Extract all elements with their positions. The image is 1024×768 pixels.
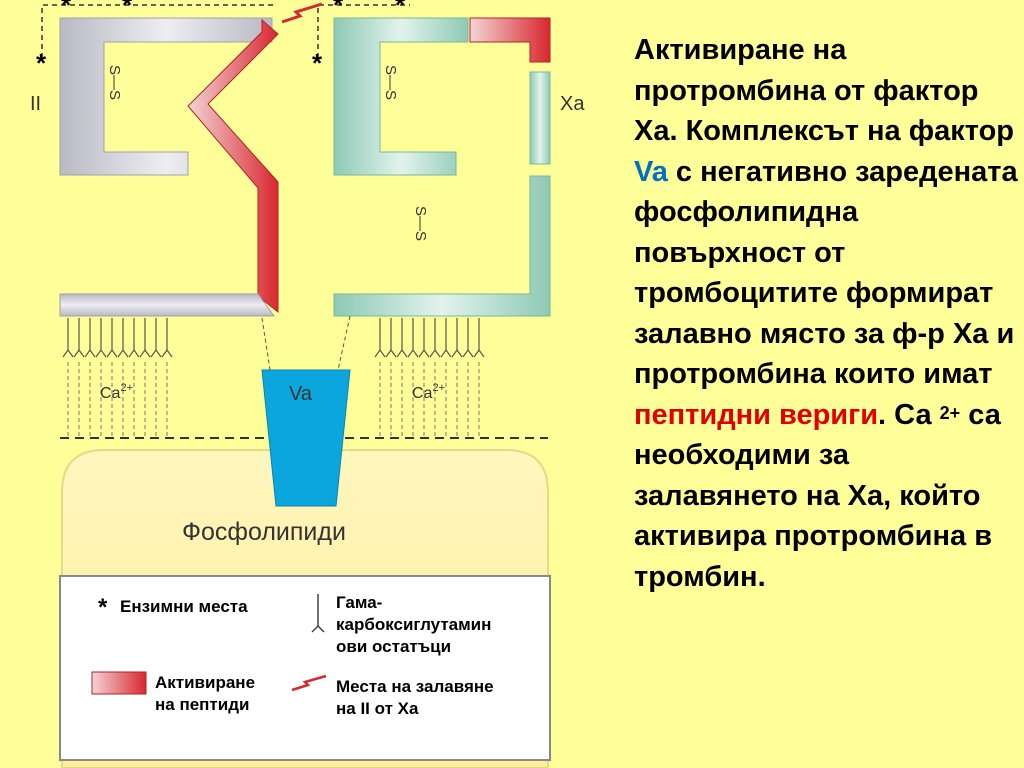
gla-residue <box>396 318 408 436</box>
gla-residue <box>473 318 485 436</box>
gla-residue <box>106 318 118 436</box>
prothrombin-activation-diagram: * * * * * * II Xa Va S—S S—S S—S Ca2+ Ca… <box>30 0 585 768</box>
legend-activation: Активиране на пептиди <box>155 672 255 716</box>
star-2: * <box>122 0 133 20</box>
legend-binding-line1: Места на залавяне <box>336 677 494 696</box>
ss-bond-2: S—S <box>382 65 399 100</box>
gla-residue <box>451 318 463 436</box>
desc-part-1: Активиране на протромбина от фактор Ха. … <box>634 34 1015 147</box>
label-II: II <box>30 93 41 115</box>
star-4: * <box>333 0 344 20</box>
legend-activation-line1: Активиране <box>155 673 256 692</box>
gla-residue <box>128 318 140 436</box>
gla-residue <box>139 318 151 436</box>
activation-peptide-xa <box>469 17 551 63</box>
gla-residue <box>84 318 96 436</box>
gla-residue <box>161 318 173 436</box>
legend-gamma-line2: карбоксиглутамин <box>336 615 492 634</box>
gla-residues-right <box>374 318 485 436</box>
legend-gamma-line1: Гама- <box>336 593 383 612</box>
gla-residue <box>440 318 452 436</box>
legend-binding: Места на залавяне на II от Xa <box>336 676 494 720</box>
legend-gamma-line3: ови остатъци <box>336 637 452 656</box>
star-1: * <box>61 0 72 20</box>
legend-enzyme-sites: Ензимни места <box>120 597 248 616</box>
gla-residue <box>407 318 419 436</box>
desc-va: Va <box>634 155 668 188</box>
label-Xa: Xa <box>560 93 585 115</box>
gla-residue <box>374 318 386 436</box>
star-5: * <box>395 0 406 20</box>
description-text: Активиране на протромбина от фактор Ха. … <box>634 30 1019 597</box>
desc-part-7: са необходими за залавянето на Ха, който… <box>634 398 1001 593</box>
legend-star: * <box>98 594 108 621</box>
ca-label-left: Ca2+ <box>100 382 133 402</box>
gla-residue <box>462 318 474 436</box>
legend-gamma: Гама- карбоксиглутамин ови остатъци <box>336 592 491 658</box>
binding-site-mark <box>281 2 323 24</box>
star-3: * <box>36 48 47 78</box>
legend-binding-icon <box>291 674 327 692</box>
factor-xa-shape <box>333 17 551 317</box>
legend-binding-line2: на II от Xa <box>336 699 419 718</box>
ca-label-right: Ca2+ <box>412 382 445 402</box>
va-connector-right <box>337 315 351 371</box>
activation-peptide-prothrombin <box>187 18 279 314</box>
label-Va: Va <box>289 383 313 405</box>
legend-box <box>59 575 551 761</box>
gla-residue <box>95 318 107 436</box>
legend-activation-line2: на пептиди <box>155 695 250 714</box>
membrane-label: Фосфолипиди <box>182 518 346 546</box>
prothrombin-shape <box>59 17 279 317</box>
gla-residue <box>429 318 441 436</box>
gla-residue <box>150 318 162 436</box>
gla-residues-left <box>62 318 173 436</box>
gla-residue <box>73 318 85 436</box>
factor-va-shape <box>261 369 351 507</box>
enzyme-site-connector <box>41 4 274 58</box>
legend-gla-icon <box>311 594 325 633</box>
va-connector-left <box>261 317 271 371</box>
desc-part-3: с негативно заредената фосфолипидна повъ… <box>634 155 1018 391</box>
star-6: * <box>312 48 323 78</box>
ss-bond-3: S—S <box>412 206 429 241</box>
ss-bond-1: S—S <box>106 65 123 100</box>
legend-activation-swatch <box>91 671 147 695</box>
desc-part-5: . Са <box>878 398 940 431</box>
desc-peptide-chains: пептидни вериги <box>634 398 879 431</box>
gla-residue <box>385 318 397 436</box>
gla-residue <box>418 318 430 436</box>
desc-ca-sup: 2+ <box>939 402 961 423</box>
gla-residue <box>117 318 129 436</box>
gla-residue <box>62 318 74 436</box>
